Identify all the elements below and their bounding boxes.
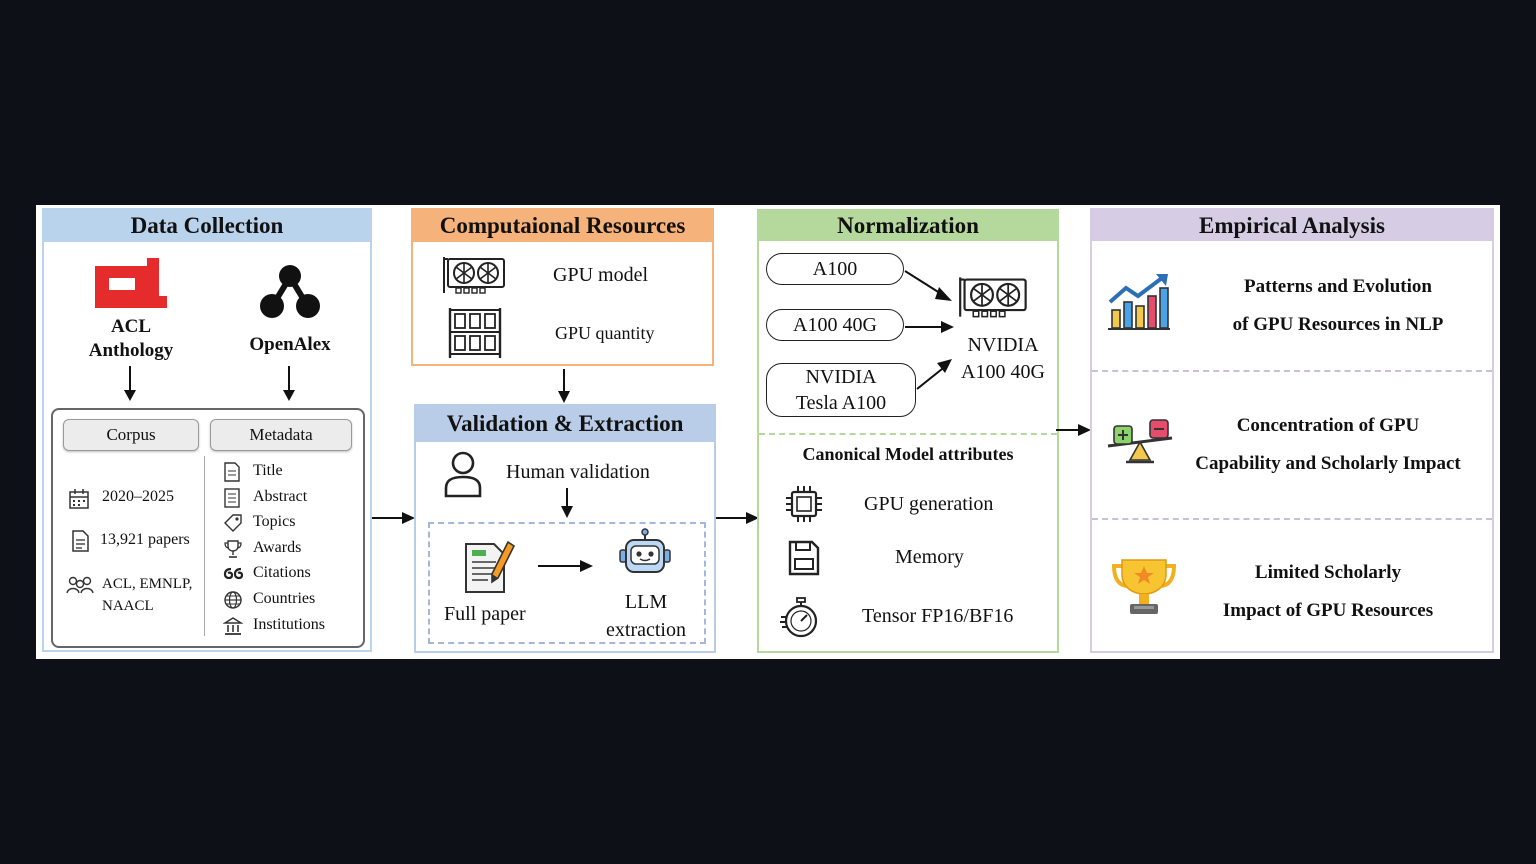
metadata-header: Metadata xyxy=(210,419,352,451)
extraction-dashed-box: Full paper LLM extraction xyxy=(428,522,706,644)
award-icon xyxy=(224,540,242,558)
corpus-venues: ACL, EMNLP, NAACL xyxy=(102,576,193,614)
gpu-name-nvidia-tesla-a100: NVIDIA Tesla A100 xyxy=(766,363,916,417)
llm-extraction-label: LLM extraction xyxy=(606,591,686,641)
normalization-arrows xyxy=(904,270,954,390)
balance-scale-icon xyxy=(1107,419,1173,464)
arrow-validation-to-normalization xyxy=(716,512,759,524)
attribute-tensor-performance: Tensor FP16/BF16 xyxy=(862,605,1014,627)
normalization-panel: Normalization A100 A100 40G NVIDIA Tesla… xyxy=(757,209,1059,653)
metadata-citations: Citations xyxy=(253,564,311,581)
chip-icon xyxy=(786,486,822,522)
normalization-divider xyxy=(759,433,1057,435)
empirical-analysis-panel: Empirical Analysis Patterns and Evolutio… xyxy=(1090,208,1494,653)
empirical-analysis-title: Empirical Analysis xyxy=(1092,210,1492,241)
gpu-name-a100-40g: A100 40G xyxy=(766,309,904,341)
human-validation-label: Human validation xyxy=(506,461,650,483)
person-icon xyxy=(444,451,482,498)
validation-down-arrow xyxy=(561,488,573,518)
attribute-gpu-generation: GPU generation xyxy=(864,493,994,515)
attribute-memory: Memory xyxy=(895,546,964,568)
quote-icon xyxy=(223,567,243,580)
title-icon xyxy=(224,462,240,482)
gpu-model-label: GPU model xyxy=(553,264,648,286)
canonical-gpu-name: NVIDIA A100 40G xyxy=(961,334,1045,383)
computational-resources-title: Computaional Resources xyxy=(413,210,712,242)
gpu-rack-icon xyxy=(448,308,502,358)
data-collection-title: Data Collection xyxy=(44,210,370,242)
document-icon xyxy=(72,530,89,552)
validation-extraction-panel: Validation & Extraction Human validation… xyxy=(414,404,716,653)
attributes-title: Canonical Model attributes xyxy=(802,444,1014,464)
gpu-card-icon xyxy=(443,257,505,294)
trophy-icon xyxy=(1111,559,1177,614)
corpus-paper-count: 13,921 papers xyxy=(100,531,190,548)
pipeline-diagram: Data Collection ACL Anthology OpenAlex xyxy=(36,205,1500,659)
openalex-label: OpenAlex xyxy=(249,334,331,355)
openalex-logo-icon xyxy=(260,265,320,318)
openalex-down-arrow xyxy=(283,366,295,401)
column-divider xyxy=(204,456,205,636)
full-paper-label: Full paper xyxy=(444,603,526,625)
extraction-right-arrow xyxy=(538,560,593,572)
corpus-metadata-box: Corpus Metadata 2020–2025 13,921 papers xyxy=(51,408,365,648)
validation-extraction-title: Validation & Extraction xyxy=(416,406,714,442)
acl-logo-icon xyxy=(95,258,167,308)
finding-3-text: Limited Scholarly Impact of GPU Resource… xyxy=(1222,562,1434,621)
institution-icon xyxy=(223,617,243,635)
corpus-years: 2020–2025 xyxy=(102,488,174,505)
acl-label: ACL Anthology xyxy=(88,316,174,361)
gpu-quantity-label: GPU quantity xyxy=(555,323,655,343)
finding-1-text: Patterns and Evolution of GPU Resources … xyxy=(1232,276,1444,335)
arrow-data-to-validation xyxy=(372,512,415,524)
gpu-card-icon xyxy=(959,277,1027,318)
stopwatch-icon xyxy=(780,597,818,638)
data-collection-panel: Data Collection ACL Anthology OpenAlex xyxy=(42,208,372,652)
finding-2-text: Concentration of GPU Capability and Scho… xyxy=(1195,415,1461,474)
metadata-institutions: Institutions xyxy=(253,616,326,633)
globe-icon xyxy=(224,591,242,609)
abstract-icon xyxy=(224,488,240,508)
metadata-title: Title xyxy=(253,462,283,479)
corpus-header: Corpus xyxy=(63,419,199,451)
arrow-resources-to-validation xyxy=(558,369,570,403)
robot-icon xyxy=(619,528,671,573)
analysis-divider-1 xyxy=(1092,370,1492,372)
gpu-name-a100: A100 xyxy=(766,253,904,285)
analysis-divider-2 xyxy=(1092,518,1492,520)
computational-resources-panel: Computaional Resources GPU model GPU qua… xyxy=(411,208,714,366)
metadata-countries: Countries xyxy=(253,590,316,607)
arrow-normalization-to-analysis xyxy=(1056,424,1091,436)
memory-card-icon xyxy=(788,540,820,576)
calendar-icon xyxy=(69,489,89,509)
metadata-awards: Awards xyxy=(253,539,302,556)
metadata-abstract: Abstract xyxy=(253,488,308,505)
acl-down-arrow xyxy=(124,366,136,401)
normalization-title: Normalization xyxy=(759,211,1057,241)
paper-pen-icon xyxy=(465,540,516,593)
tag-icon xyxy=(224,514,242,532)
growth-chart-icon xyxy=(1108,274,1170,330)
community-icon xyxy=(66,576,94,594)
metadata-topics: Topics xyxy=(253,513,296,530)
